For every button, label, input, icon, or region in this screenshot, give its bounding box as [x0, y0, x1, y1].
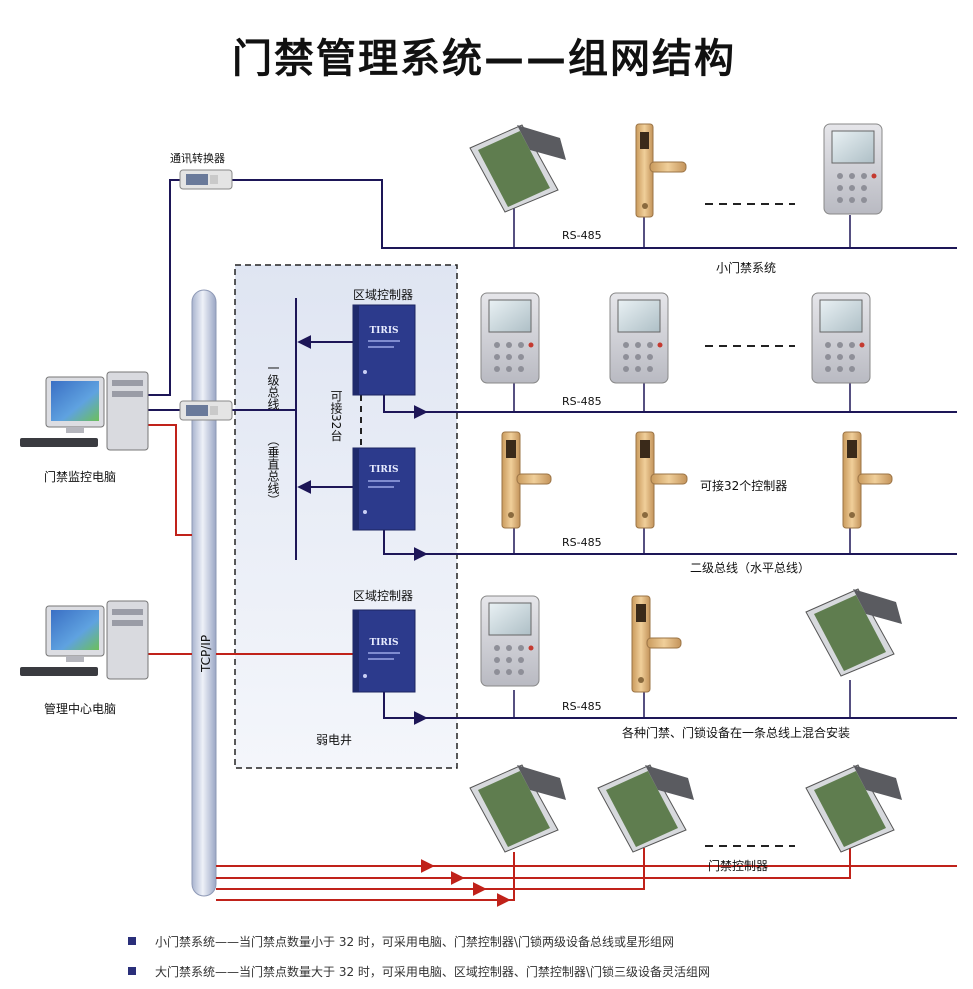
door-lock-r3-1[interactable]: [501, 431, 552, 529]
door-lock-r1[interactable]: [635, 123, 687, 218]
area-controller-3[interactable]: TIRIS: [352, 609, 416, 693]
weak-shaft-label: 弱电井: [316, 733, 352, 747]
door-controller-board-r5-3[interactable]: [805, 764, 902, 853]
primary-bus-label: 一级总线: [266, 362, 280, 410]
device-drops: [513, 200, 851, 718]
area-controller-label-2: 区域控制器: [353, 589, 413, 603]
rs485-label-4: RS-485: [562, 700, 602, 713]
card-reader-r1[interactable]: [823, 123, 883, 215]
management-pc[interactable]: [20, 600, 149, 680]
connect-32-controllers-label: 可接32个控制器: [700, 478, 787, 493]
door-controller-label: 门禁控制器: [708, 858, 768, 873]
vertical-bus-label: （垂直总线）: [266, 434, 280, 506]
footnote-2: 大门禁系统——当门禁点数量大于 32 时，可采用电脑、区域控制器、门禁控制器\门…: [155, 964, 710, 979]
footnote-bullet-1: [128, 937, 136, 945]
rs485-label-2: RS-485: [562, 395, 602, 408]
card-reader-r2-2[interactable]: [609, 292, 669, 384]
door-controller-board-r5-1[interactable]: [469, 764, 566, 853]
mixed-install-label: 各种门禁、门锁设备在一条总线上混合安装: [622, 725, 850, 740]
area-controller-1[interactable]: TIRIS: [352, 304, 416, 396]
tcpip-line-3-ext: [484, 848, 645, 890]
tcpip-line-4-ext: [508, 852, 515, 901]
monitor-pc-label: 门禁监控电脑: [44, 469, 116, 484]
door-controller-board-r4[interactable]: [805, 588, 902, 677]
footnote-bullet-2: [128, 967, 136, 975]
door-lock-r3-2[interactable]: [635, 431, 688, 529]
tcpip-backbone: [191, 289, 217, 897]
monitor-pc[interactable]: [20, 371, 149, 451]
rs485-label-1: RS-485: [562, 229, 602, 242]
controller3-output: [383, 690, 428, 725]
monitor-pc-tcpip-link: [148, 424, 192, 536]
controller3-brand: TIRIS: [369, 638, 398, 648]
card-reader-r4[interactable]: [480, 595, 540, 687]
small-system-label: 小门禁系统: [716, 260, 776, 275]
pc-to-converter-link: [148, 179, 180, 396]
mgmt-pc-label: 管理中心电脑: [44, 701, 116, 716]
converter-middle[interactable]: [179, 400, 233, 421]
weak-shaft-zone: [235, 265, 457, 768]
footnote-1: 小门禁系统——当门禁点数量小于 32 时，可采用电脑、门禁控制器\门锁两级设备总…: [155, 934, 674, 949]
small-system-bus: [232, 179, 957, 249]
converter-top[interactable]: [179, 169, 233, 190]
area-controller-2[interactable]: TIRIS: [352, 447, 416, 531]
card-reader-r2-1[interactable]: [480, 292, 540, 384]
door-lock-r3-3[interactable]: [842, 431, 893, 529]
page-title: 门禁管理系统——组网结构: [232, 36, 736, 82]
door-lock-r4[interactable]: [631, 595, 682, 693]
secondary-bus-label: 二级总线（水平总线）: [690, 561, 810, 575]
controller2-brand: TIRIS: [369, 465, 398, 475]
area-controller-label-1: 区域控制器: [353, 288, 413, 302]
weak-shaft-border: [234, 264, 458, 769]
connect-32-label: 可接32台: [329, 390, 343, 441]
rs485-label-3: RS-485: [562, 536, 602, 549]
door-controller-board-r5-2[interactable]: [597, 764, 694, 853]
card-reader-r2-3[interactable]: [811, 292, 871, 384]
tcpip-label: TCP/IP: [199, 635, 213, 673]
door-controller-board-r1[interactable]: [469, 124, 566, 213]
controller1-brand: TIRIS: [369, 326, 398, 336]
controller2-output: [383, 520, 428, 561]
converter-label: 通讯转换器: [170, 151, 225, 165]
